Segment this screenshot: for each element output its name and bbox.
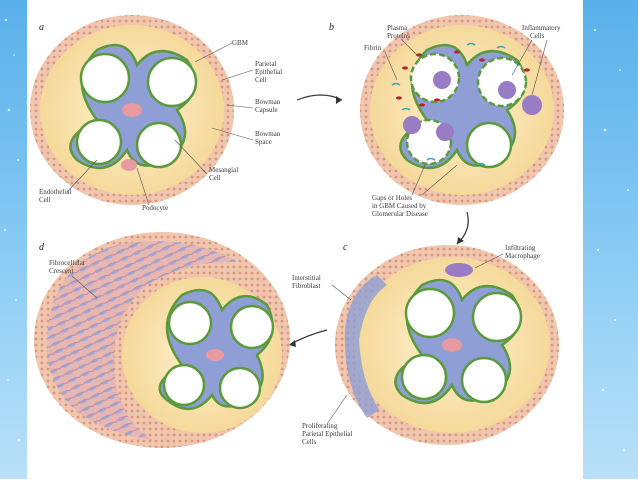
label-gaps: Gaps or Holes bbox=[372, 194, 412, 202]
panel-d-glomerular-tuft bbox=[158, 288, 275, 410]
arrow-a-to-b-head bbox=[336, 96, 342, 104]
panel-c-letter: c bbox=[343, 242, 348, 253]
label-bowman-2: Bowman bbox=[255, 130, 281, 138]
label-mesangial: Mesangial bbox=[209, 166, 238, 174]
arrow-a-to-b bbox=[296, 94, 343, 101]
label-cell-3: Cell bbox=[39, 196, 51, 204]
label-plasma: Plasma bbox=[387, 24, 408, 32]
left-background-strip bbox=[0, 0, 27, 479]
label-gbm: GBM bbox=[232, 39, 249, 47]
right-background-strip bbox=[583, 0, 638, 479]
panel-a: a GBM Parietal Epithelial Cell Bowman Ca… bbox=[30, 15, 282, 212]
arrow-b-to-c-head bbox=[457, 237, 464, 244]
label-proteins: Proteins bbox=[387, 32, 410, 40]
panel-a-leader-lines bbox=[66, 42, 254, 206]
label-interstitial: Interstitial bbox=[292, 274, 321, 282]
panel-b: b Plasma Proteins Inflammatory bbox=[329, 15, 564, 218]
label-in-gbm: in GBM Caused by bbox=[372, 202, 427, 210]
label-fibrin: Fibrin bbox=[364, 44, 382, 52]
label-glomerular-disease: Glomerular Disease bbox=[372, 210, 428, 218]
panel-d-letter: d bbox=[39, 242, 45, 253]
panel-a-glomerular-tuft bbox=[69, 43, 198, 171]
label-epithelial: Epithelial bbox=[255, 68, 282, 76]
label-proliferating: Proliferating bbox=[302, 422, 338, 430]
label-cells-b: Cells bbox=[530, 32, 545, 40]
label-cells-c: Cells bbox=[302, 438, 317, 446]
panel-c-infiltrating-macrophage bbox=[445, 263, 473, 277]
arrow-c-to-d-head bbox=[289, 340, 296, 347]
panel-b-inflammatory-cells bbox=[403, 71, 542, 141]
label-bowman-1: Bowman bbox=[255, 98, 281, 106]
label-podocyte: Podocyte bbox=[142, 204, 168, 212]
label-fibroblast: Fibroblast bbox=[292, 282, 320, 290]
panel-b-letter: b bbox=[329, 22, 334, 33]
panel-b-leader-lines bbox=[384, 39, 548, 196]
label-capsule: Capsule bbox=[255, 106, 278, 114]
label-endothelial: Endothelial bbox=[39, 188, 71, 196]
glomerulus-figure: a GBM Parietal Epithelial Cell Bowman Ca… bbox=[27, 0, 583, 479]
label-fibrocellular: Fibrocellular bbox=[49, 259, 86, 267]
figure-canvas: a GBM Parietal Epithelial Cell Bowman Ca… bbox=[30, 15, 564, 448]
panel-c: c Infiltrating Macrophage Interstitial F… bbox=[292, 242, 559, 446]
panel-d-fibrocellular-crescent bbox=[46, 241, 237, 440]
label-space: Space bbox=[255, 138, 272, 146]
label-inflammatory: Inflammatory bbox=[522, 24, 561, 32]
panel-d-leader-line bbox=[71, 275, 98, 299]
label-cell-1: Cell bbox=[255, 76, 267, 84]
label-cell-2: Cell bbox=[209, 174, 221, 182]
panel-d: d Fibrocellular Crescent bbox=[34, 232, 290, 448]
panel-b-glomerular-tuft bbox=[399, 43, 528, 170]
label-crescent: Crescent bbox=[49, 267, 74, 275]
label-macrophage: Macrophage bbox=[505, 252, 540, 260]
panel-a-letter: a bbox=[39, 22, 44, 33]
label-parietal: Parietal bbox=[255, 60, 276, 68]
label-parietal-epithelial: Parietal Epithelial bbox=[302, 430, 352, 438]
panel-b-plasma-proteins bbox=[396, 50, 530, 107]
label-infiltrating: Infiltrating bbox=[505, 244, 536, 252]
panel-c-interstitial-fibroblast bbox=[344, 275, 387, 418]
panel-c-glomerular-tuft bbox=[394, 278, 523, 405]
panel-b-fibrin bbox=[391, 42, 506, 166]
panel-c-leader-lines bbox=[326, 253, 504, 425]
